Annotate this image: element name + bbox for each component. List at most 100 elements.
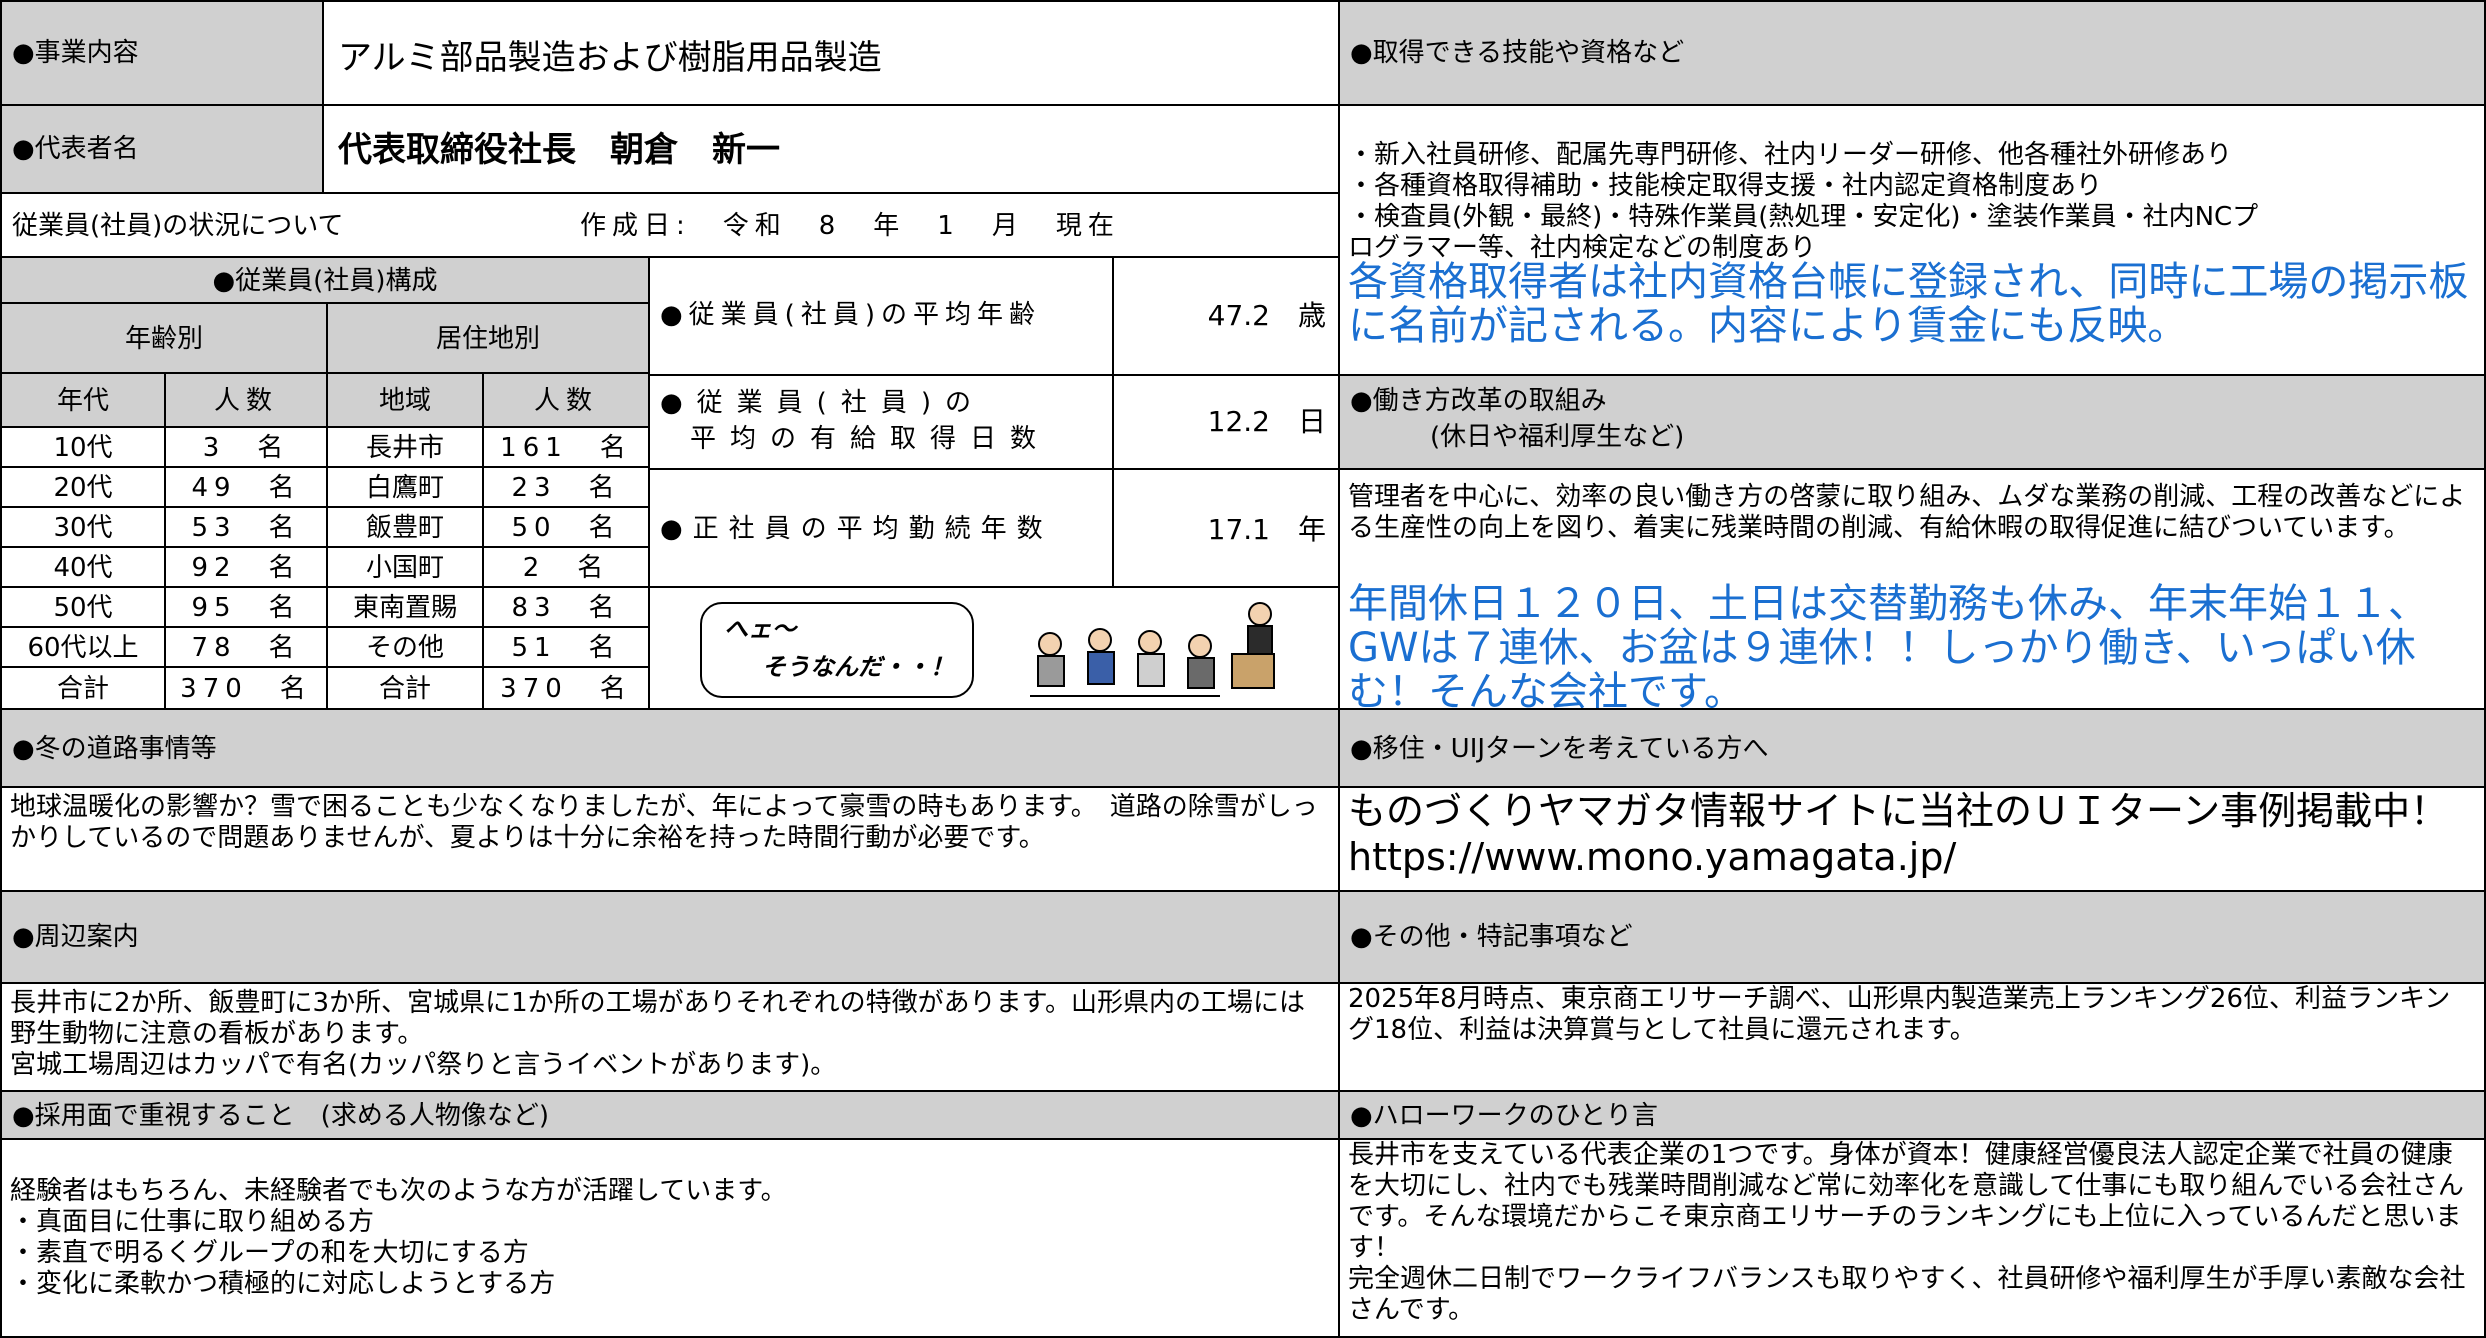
workstyle-header: ●働き方改革の取組み (休日や福利厚生など) [1338, 374, 2486, 470]
composition-header: ●従業員(社員)構成 [0, 256, 650, 304]
relocation-body: ものづくりヤマガタ情報サイトに当社のＵＩターン事例掲載中！ https://ww… [1338, 786, 2486, 892]
table-row-region: 小国町 [326, 546, 484, 588]
table-row-count: 95 名 [164, 586, 328, 628]
table-row-age: 30代 [0, 506, 166, 548]
paid-leave-label-cell: ●従業員(社員)の 平均の有給取得日数 [648, 374, 1114, 470]
other-notes-text: 2025年8月時点、東京商エリサーチ調べ、山形県内製造業売上ランキング26位、利… [1348, 984, 2451, 1045]
paid-leave-label-line2: 平均の有給取得日数 [690, 424, 1051, 454]
region-group-header: 居住地別 [326, 302, 650, 374]
avg-age-value: 47.2 歳 [1207, 299, 1326, 332]
business-content-label: ●事業内容 [12, 38, 139, 68]
business-content-header: ●事業内容 [0, 0, 324, 106]
other-notes-header: ●その他・特記事項など [1338, 890, 2486, 984]
other-notes-body: 2025年8月時点、東京商エリサーチ調べ、山形県内製造業売上ランキング26位、利… [1338, 982, 2486, 1092]
col-count-label: 人数 [213, 386, 278, 416]
winter-roads-header: ●冬の道路事情等 [0, 708, 1340, 788]
table-row-region-total: 合計 [326, 666, 484, 710]
table-row-region-count: 83 名 [482, 586, 650, 628]
table-row-region: 飯豊町 [326, 506, 484, 548]
surroundings-header: ●周辺案内 [0, 890, 1340, 984]
surroundings-label: ●周辺案内 [12, 922, 139, 952]
tenure-label-cell: ●正社員の平均勤続年数 [648, 468, 1114, 588]
table-row-region-count: 2 名 [482, 546, 650, 588]
col-region-header: 地域 [326, 372, 484, 428]
surroundings-text: 長井市に2か所、飯豊町に3か所、宮城県に1か所の工場がありそれぞれの特徴がありま… [10, 988, 1306, 1080]
tenure-value: 17.1 年 [1207, 513, 1326, 546]
table-row-age-total: 合計 [0, 666, 166, 710]
paid-leave-value-cell: 12.2 日 [1112, 374, 1340, 470]
skills-header: ●取得できる技能や資格など [1338, 0, 2486, 106]
hiring-text: 経験者はもちろん、未経験者でも次のような方が活躍しています。 ・真面目に仕事に取… [10, 1176, 787, 1299]
relocation-label: ●移住・UIJターンを考えている方へ [1350, 734, 1769, 764]
table-row-region: 長井市 [326, 426, 484, 468]
business-content-value-cell: アルミ部品製造および樹脂用品製造 [322, 0, 1340, 106]
speech-line-1: へェ〜 [724, 615, 796, 643]
skills-text: ・新入社員研修、配属先専門研修、社内リーダー研修、他各種社外研修あり ・各種資格… [1348, 140, 2259, 263]
relocation-header: ●移住・UIJターンを考えている方へ [1338, 708, 2486, 788]
hellowork-body: 長井市を支えている代表企業の1つです。身体が資本！健康経営優良法人認定企業で社員… [1338, 1138, 2486, 1338]
table-row-count: 53 名 [164, 506, 328, 548]
table-row-count: 92 名 [164, 546, 328, 588]
table-row-count: 49 名 [164, 466, 328, 508]
hiring-label: ●採用面で重視すること (求める人物像など) [12, 1101, 549, 1131]
col-age-label: 年代 [56, 386, 109, 416]
composition-title: ●従業員(社員)構成 [212, 266, 438, 296]
table-row-region-count: 161 名 [482, 426, 650, 468]
workstyle-text: 管理者を中心に、効率の良い働き方の啓蒙に取り組み、ムダな業務の削減、工程の改善な… [1348, 482, 2466, 543]
region-group-title: 居住地別 [435, 324, 540, 354]
table-row-region: 東南置賜 [326, 586, 484, 628]
table-row-age: 50代 [0, 586, 166, 628]
skills-body: ・新入社員研修、配属先専門研修、社内リーダー研修、他各種社外研修あり ・各種資格… [1338, 104, 2486, 376]
col-count-header: 人数 [164, 372, 328, 428]
table-row-region-count: 23 名 [482, 466, 650, 508]
table-row-count: 3 名 [164, 426, 328, 468]
workstyle-body: 管理者を中心に、効率の良い働き方の啓蒙に取り組み、ムダな業務の削減、工程の改善な… [1338, 468, 2486, 710]
workstyle-label: ●働き方改革の取組み [1350, 386, 1607, 416]
hiring-header: ●採用面で重視すること (求める人物像など) [0, 1090, 1340, 1140]
table-row-age: 10代 [0, 426, 166, 468]
table-row-age: 40代 [0, 546, 166, 588]
table-row-count: 78 名 [164, 626, 328, 668]
winter-roads-body: 地球温暖化の影響か？雪で困ることも少なくなりましたが、年によって豪雪の時もありま… [0, 786, 1340, 892]
speech-bubble: へェ〜 そうなんだ・・！ [700, 602, 974, 698]
col-region-count-header: 人数 [482, 372, 650, 428]
representative-label: ●代表者名 [12, 134, 139, 164]
representative-value: 代表取締役社長 朝倉 新一 [338, 130, 780, 170]
col-region-label: 地域 [378, 386, 431, 416]
table-row-age: 60代以上 [0, 626, 166, 668]
table-row-region-count-total: 370 名 [482, 666, 650, 710]
tenure-value-cell: 17.1 年 [1112, 468, 1340, 588]
representative-header: ●代表者名 [0, 104, 324, 194]
avg-age-label: ●従業員(社員)の平均年齢 [660, 300, 1041, 330]
hiring-body: 経験者はもちろん、未経験者でも次のような方が活躍しています。 ・真面目に仕事に取… [0, 1138, 1340, 1338]
employee-status-row: 従業員(社員)の状況について 作成日: 令和 8 年 1 月 現在 [0, 192, 1340, 258]
seminar-people-icon [1030, 602, 1275, 697]
table-row-region-count: 51 名 [482, 626, 650, 668]
skills-highlight: 各資格取得者は社内資格台帳に登録され、同時に工場の掲示板に名前が記される。内容に… [1348, 259, 2469, 349]
col-age-header: 年代 [0, 372, 166, 428]
employee-status-created: 作成日: 令和 8 年 1 月 現在 [580, 211, 1120, 241]
avg-age-value-cell: 47.2 歳 [1112, 256, 1340, 376]
tenure-label: ●正社員の平均勤続年数 [660, 514, 1053, 544]
paid-leave-value: 12.2 日 [1207, 405, 1326, 438]
skills-label: ●取得できる技能や資格など [1350, 38, 1685, 68]
table-row-count-total: 370 名 [164, 666, 328, 710]
winter-roads-text: 地球温暖化の影響か？雪で困ることも少なくなりましたが、年によって豪雪の時もありま… [10, 792, 1318, 853]
relocation-text: ものづくりヤマガタ情報サイトに当社のＵＩターン事例掲載中！ https://ww… [1348, 789, 2486, 879]
surroundings-body: 長井市に2か所、飯豊町に3か所、宮城県に1か所の工場がありそれぞれの特徴がありま… [0, 982, 1340, 1092]
paid-leave-label-line1: ●従業員(社員)の [660, 388, 985, 418]
workstyle-highlight: 年間休日１２０日、土日は交替勤務も休み、年末年始１１、GWは７連休、お盆は９連休… [1348, 581, 2428, 710]
table-row-region-count: 50 名 [482, 506, 650, 548]
table-row-region: 白鷹町 [326, 466, 484, 508]
winter-roads-label: ●冬の道路事情等 [12, 734, 217, 764]
speech-line-2: そうなんだ・・！ [762, 653, 954, 681]
table-row-age: 20代 [0, 466, 166, 508]
age-group-header: 年齢別 [0, 302, 328, 374]
representative-value-cell: 代表取締役社長 朝倉 新一 [322, 104, 1340, 194]
avg-age-label-cell: ●従業員(社員)の平均年齢 [648, 256, 1114, 376]
col-region-count-label: 人数 [533, 386, 598, 416]
hellowork-text: 長井市を支えている代表企業の1つです。身体が資本！健康経営優良法人認定企業で社員… [1348, 1140, 2466, 1325]
workstyle-sublabel: (休日や福利厚生など) [1430, 422, 1685, 452]
business-content-value: アルミ部品製造および樹脂用品製造 [338, 38, 882, 78]
